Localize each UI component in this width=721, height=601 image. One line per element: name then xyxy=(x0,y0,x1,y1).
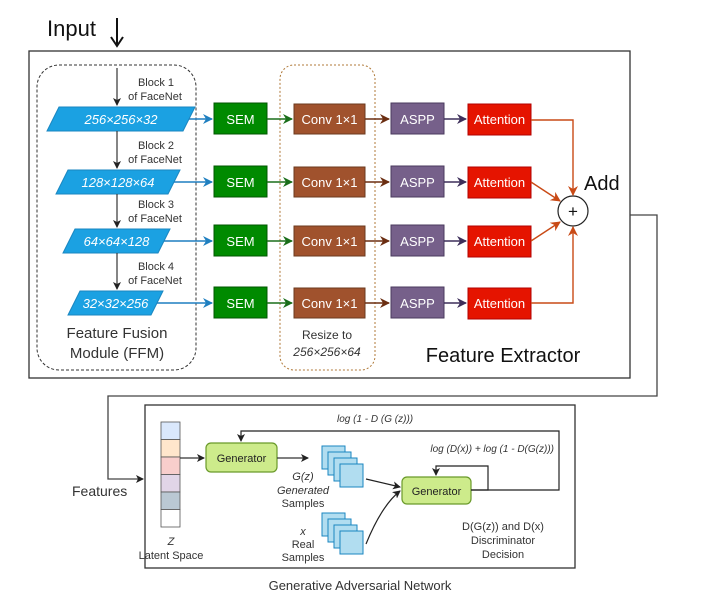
conv-label: Conv 1×1 xyxy=(301,296,357,311)
sem-label: SEM xyxy=(226,296,254,311)
latent-cell xyxy=(160,474,181,493)
attention-label: Attention xyxy=(474,112,525,127)
generated-label-line3: Samples xyxy=(282,498,325,510)
real-label-line2: Real xyxy=(292,539,315,551)
real-label-x: x xyxy=(299,526,306,538)
feature-map-size: 256×256×32 xyxy=(83,112,158,127)
block-label-line2: of FaceNet xyxy=(128,213,182,225)
sem-block xyxy=(213,165,268,198)
attention-block xyxy=(467,225,532,258)
resize-label-line1: Resize to xyxy=(302,328,352,342)
latent-label-z: Z xyxy=(167,536,176,548)
latent-vector xyxy=(160,421,181,528)
decision-label-line1: D(G(z)) and D(x) xyxy=(462,521,544,533)
aspp-label: ASPP xyxy=(400,234,435,249)
conv-block xyxy=(293,103,366,135)
generated-label-line2: Generated xyxy=(277,485,330,497)
latent-label-text: Latent Space xyxy=(139,550,204,562)
aspp-block xyxy=(390,286,445,319)
discriminator-loss-label: log (D(x)) + log (1 - D(G(z))) xyxy=(430,444,554,455)
attention-label: Attention xyxy=(474,296,525,311)
feature-row: Block 4 of FaceNet 32×32×256 SEM Conv 1×1 ASP… xyxy=(67,253,532,320)
generator-loss-loop xyxy=(237,430,560,491)
resize-container xyxy=(279,64,376,371)
latent-cell xyxy=(160,509,181,528)
sem-block xyxy=(213,102,268,135)
feature-map-shape xyxy=(62,228,171,254)
attention-label: Attention xyxy=(474,175,525,190)
real-to-discriminator-arrow xyxy=(365,490,401,545)
ffm-container xyxy=(36,64,197,371)
sample-square xyxy=(339,530,364,555)
decision-label-line3: Decision xyxy=(482,549,524,561)
conv-label: Conv 1×1 xyxy=(301,112,357,127)
decision-label-line2: Discriminator xyxy=(471,535,536,547)
feature-map-shape xyxy=(67,290,164,316)
aspp-label: ASPP xyxy=(400,112,435,127)
block-label-line2: of FaceNet xyxy=(128,154,182,166)
feature-map-shape xyxy=(55,169,181,195)
conv-label: Conv 1×1 xyxy=(301,234,357,249)
attention-block xyxy=(467,166,532,199)
add-connectors xyxy=(530,119,578,304)
generator-loss-label: log (1 - D (G (z))) xyxy=(337,414,413,425)
conv-block xyxy=(293,225,366,257)
attention-block xyxy=(467,103,532,136)
conv-label: Conv 1×1 xyxy=(301,175,357,190)
feature-map-shape xyxy=(46,106,196,132)
feature-extractor-title: Feature Extractor xyxy=(426,345,581,367)
feature-row: Block 2 of FaceNet 128×128×64 SEM Conv 1×1 AS… xyxy=(55,131,532,199)
feature-row: Block 1 of FaceNet 256×256×32 SEM Conv 1×1 AS… xyxy=(46,68,532,136)
ffm-label-line2: Module (FFM) xyxy=(70,345,164,362)
real-samples-stack xyxy=(321,512,364,555)
discriminator-box-label: Generator xyxy=(412,486,462,498)
sem-label: SEM xyxy=(226,112,254,127)
gan-title: Generative Adversarial Network xyxy=(269,578,452,593)
aspp-label: ASPP xyxy=(400,296,435,311)
latent-cell xyxy=(160,421,181,440)
block-label-line2: of FaceNet xyxy=(128,275,182,287)
feature-row: Block 3 of FaceNet 64×64×128 SEM Conv 1×1 ASP… xyxy=(62,194,532,258)
sem-label: SEM xyxy=(226,234,254,249)
block-label-line1: Block 3 xyxy=(138,199,174,211)
sem-block xyxy=(213,286,268,319)
resize-label-line2: 256×256×64 xyxy=(292,345,361,359)
block-label-line2: of FaceNet xyxy=(128,91,182,103)
feature-map-size: 128×128×64 xyxy=(81,175,154,190)
add-label: Add xyxy=(584,173,620,195)
attention-label: Attention xyxy=(474,234,525,249)
latent-cell xyxy=(160,491,181,510)
latent-cell xyxy=(160,456,181,475)
block-label-line1: Block 1 xyxy=(138,77,174,89)
add-symbol: + xyxy=(568,202,578,221)
block-label-line1: Block 2 xyxy=(138,140,174,152)
block-label-line1: Block 4 xyxy=(138,261,174,273)
sem-block xyxy=(213,224,268,257)
gan-box xyxy=(144,404,576,569)
features-label: Features xyxy=(72,483,127,499)
sample-square xyxy=(339,463,364,488)
sem-label: SEM xyxy=(226,175,254,190)
conv-block xyxy=(293,287,366,319)
input-arrow-icon xyxy=(110,18,124,48)
generated-samples-stack xyxy=(321,445,364,488)
real-label-line3: Samples xyxy=(282,552,325,564)
features-connector xyxy=(107,214,658,483)
conv-block xyxy=(293,166,366,198)
generator-label: Generator xyxy=(217,453,267,465)
feature-map-size: 32×32×256 xyxy=(83,296,150,311)
generated-to-discriminator-arrow xyxy=(365,478,401,490)
ffm-label-line1: Feature Fusion xyxy=(67,325,168,342)
input-label: Input xyxy=(47,16,96,41)
feature-map-size: 64×64×128 xyxy=(84,234,151,249)
aspp-label: ASPP xyxy=(400,175,435,190)
generated-label-gz: G(z) xyxy=(292,471,314,483)
aspp-block xyxy=(390,102,445,135)
latent-cell xyxy=(160,439,181,458)
